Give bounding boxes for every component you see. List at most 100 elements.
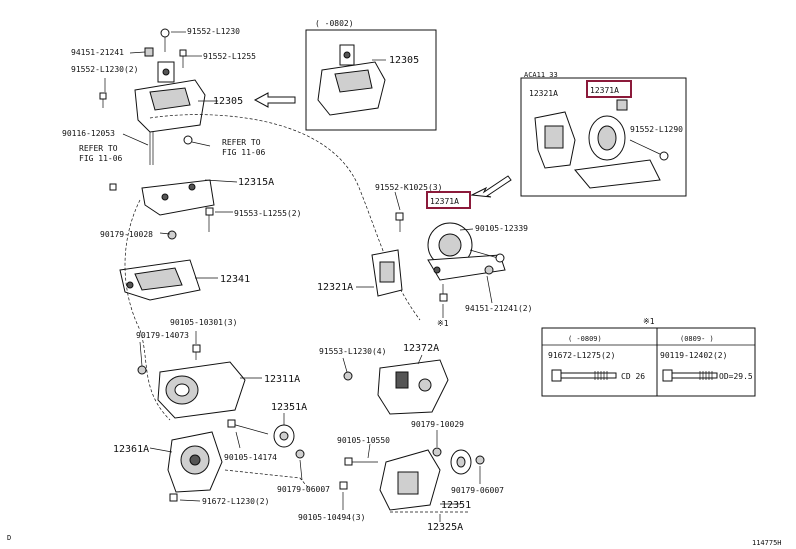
- bolt-91552-l1255[interactable]: [179, 49, 187, 68]
- bolt-91553-l1255-2[interactable]: [205, 207, 214, 232]
- label-12321a-inset: 12321A: [529, 89, 558, 98]
- label-90105-14174: 90105-14174: [224, 453, 277, 462]
- label-90105-10494-3: 90105-10494(3): [298, 513, 365, 522]
- label-12311a: 12311A: [264, 374, 300, 385]
- label-12371a-main: 12371A: [430, 197, 459, 206]
- bolt-91552-l1230-2[interactable]: [99, 92, 107, 108]
- label-91553-l1230-4: 91553-L1230(4): [319, 347, 386, 356]
- inset-box-12305: [305, 29, 437, 131]
- bolt-refer-fig[interactable]: [183, 135, 211, 147]
- label-12372a: 12372A: [403, 343, 439, 354]
- label-od-29-5: OD=29.5: [719, 372, 753, 381]
- nut-90179-06007-left[interactable]: [295, 449, 305, 459]
- engine-mount-12361a[interactable]: [167, 431, 223, 493]
- bolt-91552-k1025-3[interactable]: [395, 212, 404, 232]
- label-aca: ACA11 33: [524, 71, 558, 79]
- label-corner-left: D: [7, 534, 11, 542]
- bolt-90105-10550[interactable]: [344, 457, 378, 466]
- engine-mount-12371a-inset[interactable]: [574, 115, 661, 189]
- label-90119-12402-2: 90119-12402(2): [660, 351, 727, 360]
- bolt-91672-l1230-2[interactable]: [169, 493, 178, 502]
- nut-90179-14073[interactable]: [137, 365, 147, 375]
- bolt-left-small[interactable]: [109, 183, 117, 191]
- mount-bracket-12321a-inset[interactable]: [534, 111, 576, 169]
- nut-91553-l1230-4[interactable]: [343, 371, 353, 381]
- bolt-90105-10301-3[interactable]: [192, 344, 201, 360]
- label-12361a: 12361A: [113, 444, 149, 455]
- bracket-12325a[interactable]: [379, 449, 441, 511]
- bolt-90119-12402[interactable]: [662, 369, 718, 382]
- nut-90179-06007-right[interactable]: [475, 455, 485, 465]
- bracket-12372a[interactable]: [377, 359, 449, 415]
- label-12351: 12351: [441, 500, 471, 511]
- label-12305-inset: 12305: [389, 55, 419, 66]
- stud-90116-12053[interactable]: [149, 132, 154, 165]
- label-12371a-inset: 12371A: [590, 86, 619, 95]
- bolt-91552-l1230[interactable]: [160, 28, 170, 52]
- label-12325a: 12325A: [427, 522, 463, 533]
- label-12315a: 12315A: [238, 177, 274, 188]
- label-90179-06007-right: 90179-06007: [451, 486, 504, 495]
- bolt-91552-l1290[interactable]: [629, 139, 669, 161]
- arrow-to-12371a: [470, 175, 512, 198]
- mid-leader-lines: [356, 191, 493, 318]
- label-91552-l1290: 91552-L1290: [630, 125, 683, 134]
- label-90116-12053: 90116-12053: [62, 129, 115, 138]
- mount-bracket-12321a[interactable]: [371, 249, 403, 297]
- label-94151-21241-2: 94151-21241(2): [465, 304, 532, 313]
- bolt-90105-14174[interactable]: [227, 419, 269, 435]
- label-refer-to-right: REFER TO: [222, 138, 261, 147]
- insulator-12351a[interactable]: [273, 424, 295, 448]
- label-fig-11-06-right: FIG 11-06: [222, 148, 266, 157]
- label-91552-l1255: 91552-L1255: [203, 52, 256, 61]
- label-90179-10029: 90179-10029: [411, 420, 464, 429]
- label-table-range-1: ( -0809): [568, 335, 602, 343]
- label-table-range-2: (0809- ): [680, 335, 714, 343]
- bolt-90105-10494-3[interactable]: [339, 481, 348, 490]
- label-90105-12339: 90105-12339: [475, 224, 528, 233]
- label-90179-10028: 90179-10028: [100, 230, 153, 239]
- bracket-12311a[interactable]: [157, 361, 246, 419]
- insulator-12351[interactable]: [450, 449, 472, 475]
- nut-94151-21241-2[interactable]: [484, 265, 494, 275]
- variant-table: [541, 327, 756, 397]
- nut-90179-10029[interactable]: [432, 447, 442, 457]
- label-91553-l1255-2: 91553-L1255(2): [234, 209, 301, 218]
- label-90179-06007-left: 90179-06007: [277, 485, 330, 494]
- label-90105-10550: 90105-10550: [337, 436, 390, 445]
- label-91552-l1230-2: 91552-L1230(2): [71, 65, 138, 74]
- label-cd-26: CD 26: [621, 372, 645, 381]
- inset-box-aca: [520, 77, 687, 197]
- nut-94151-21241-top[interactable]: [144, 47, 154, 57]
- highlight-12371a-main: [426, 191, 471, 209]
- bolt-91672-l1275[interactable]: [551, 369, 617, 382]
- label-94151-21241: 94151-21241: [71, 48, 124, 57]
- label-star1-a: ※1: [437, 319, 449, 328]
- nut-90179-10028[interactable]: [167, 230, 177, 240]
- bolt-star1[interactable]: [439, 284, 448, 302]
- label-12351a: 12351A: [271, 402, 307, 413]
- label-inset-top-range: ( -0802): [315, 19, 354, 28]
- label-fig-11-06-left: FIG 11-06: [79, 154, 123, 163]
- arrow-to-12305: [253, 92, 296, 108]
- bracket-12341[interactable]: [119, 259, 201, 301]
- bracket-12315a[interactable]: [141, 179, 215, 216]
- label-star1-b: ※1: [643, 317, 655, 326]
- engine-mount-bracket-12305[interactable]: [134, 61, 206, 133]
- label-12341: 12341: [220, 274, 250, 285]
- label-12321a-main: 12321A: [317, 282, 353, 293]
- label-91672-l1230-2: 91672-L1230(2): [202, 497, 269, 506]
- left-leader-lines: [104, 31, 303, 502]
- label-12305: 12305: [213, 96, 243, 107]
- engine-mount-12371a[interactable]: [427, 222, 506, 281]
- label-90179-14073: 90179-14073: [136, 331, 189, 340]
- label-91672-l1275-2: 91672-L1275(2): [548, 351, 615, 360]
- label-91552-l1230: 91552-L1230: [187, 27, 240, 36]
- label-refer-to-left: REFER TO: [79, 144, 118, 153]
- washer-inset-top[interactable]: [616, 99, 628, 111]
- bolt-90105-12339[interactable]: [469, 249, 505, 263]
- engine-mount-bracket-12305-inset[interactable]: [317, 44, 386, 116]
- label-91552-k1025-3: 91552-K1025(3): [375, 183, 442, 192]
- label-drawing-id: 114775H: [752, 539, 782, 547]
